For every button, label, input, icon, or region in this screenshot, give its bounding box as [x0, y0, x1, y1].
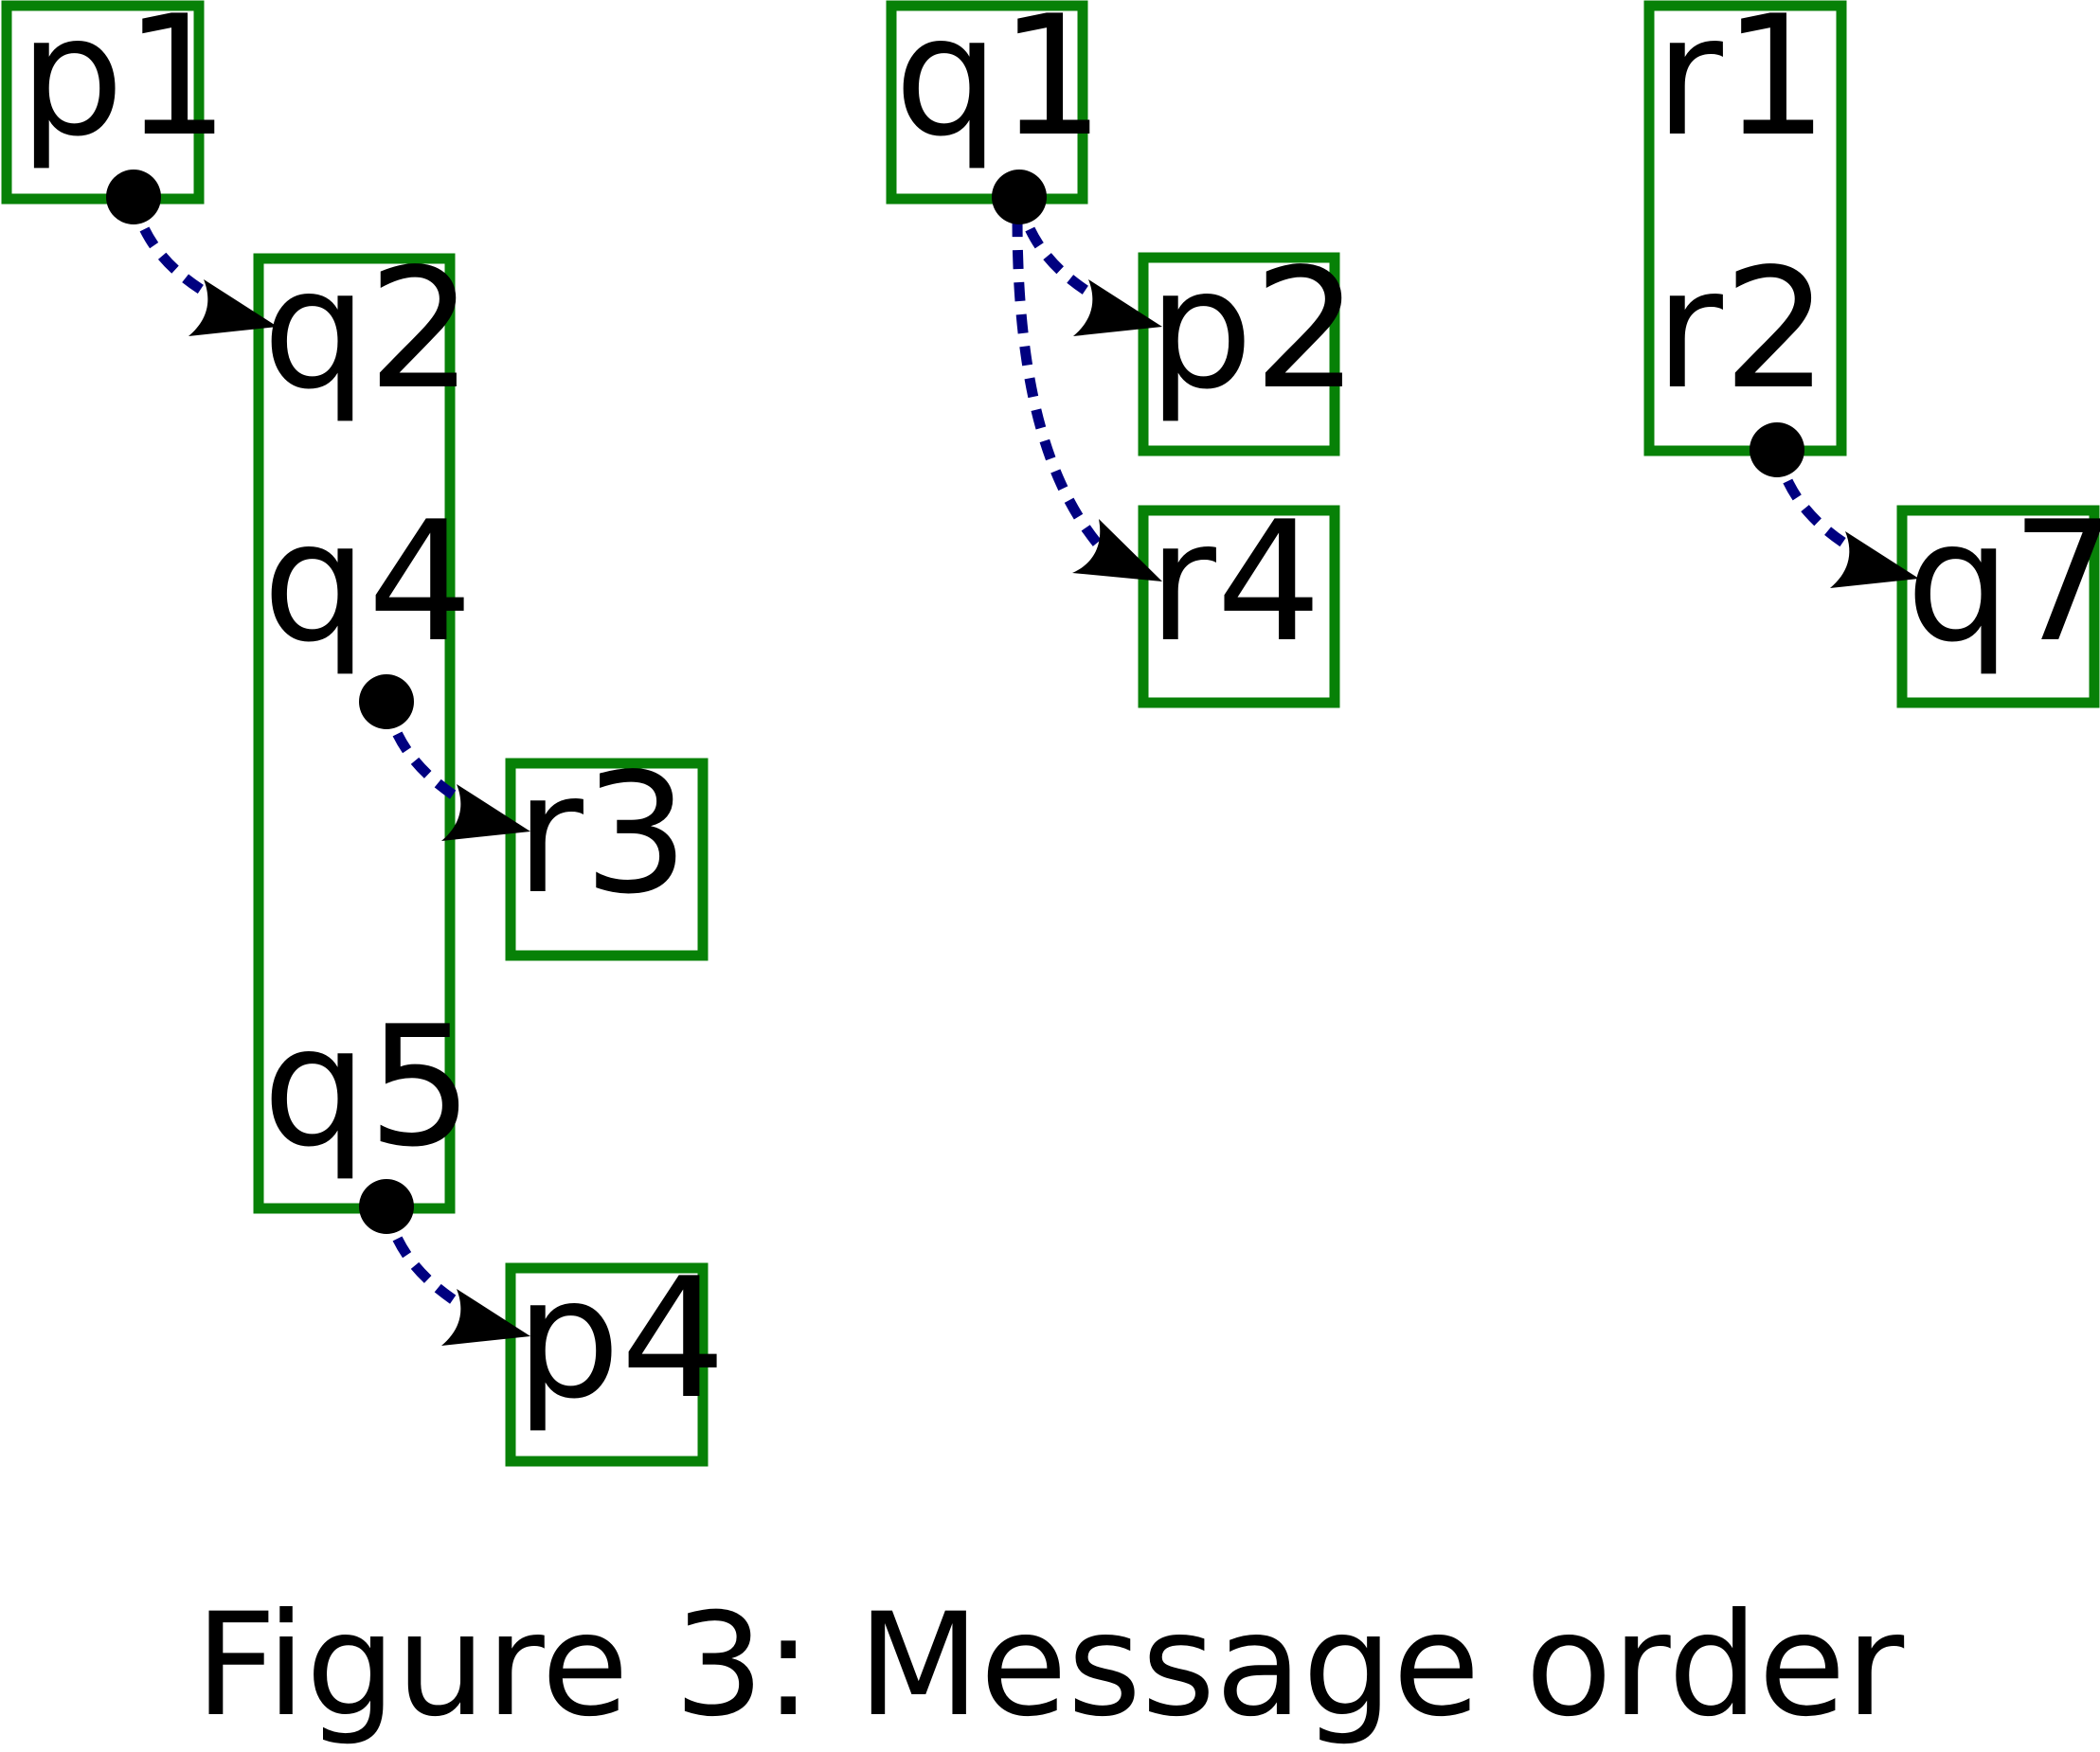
box-r4 [1138, 505, 1340, 708]
label-q5: q5 [262, 992, 473, 1184]
message-q1-to-r4 [1012, 217, 1111, 558]
box-q1 [886, 0, 1088, 205]
event-dot-q4 [359, 674, 414, 729]
label-r4: r4 [1148, 487, 1321, 679]
label-p1: p1 [19, 0, 229, 173]
arrowhead-q2 [188, 279, 278, 336]
arrowhead-r3 [441, 784, 530, 841]
label-q7: q7 [1906, 487, 2100, 679]
label-r2: r2 [1655, 234, 1828, 426]
label-p2: p2 [1148, 234, 1358, 426]
box-q7 [1896, 505, 2100, 708]
box-p4 [505, 1262, 709, 1467]
event-dot-q5 [359, 1179, 414, 1234]
event-dot-r2 [1750, 422, 1804, 477]
arrowhead-q7 [1830, 531, 1919, 588]
event-dot-p1 [106, 170, 161, 224]
arrowhead-p2 [1073, 279, 1162, 336]
label-q1: q1 [894, 0, 1104, 173]
box-q2-q4-q5 [253, 253, 456, 1214]
label-r1: r1 [1655, 0, 1828, 173]
label-q4: q4 [262, 487, 473, 679]
box-r3 [505, 758, 709, 961]
label-p4: p4 [515, 1243, 726, 1436]
box-p2 [1138, 252, 1340, 456]
figure-caption: Figure 3: Message order [195, 1583, 1905, 1748]
arrowhead-p4 [441, 1289, 530, 1346]
event-dot-q1 [992, 170, 1047, 224]
label-q2: q2 [262, 234, 473, 426]
box-r1-r2 [1643, 0, 1847, 456]
arrowhead-r4 [1072, 519, 1162, 581]
box-p1 [1, 0, 205, 205]
label-r3: r3 [515, 739, 689, 931]
